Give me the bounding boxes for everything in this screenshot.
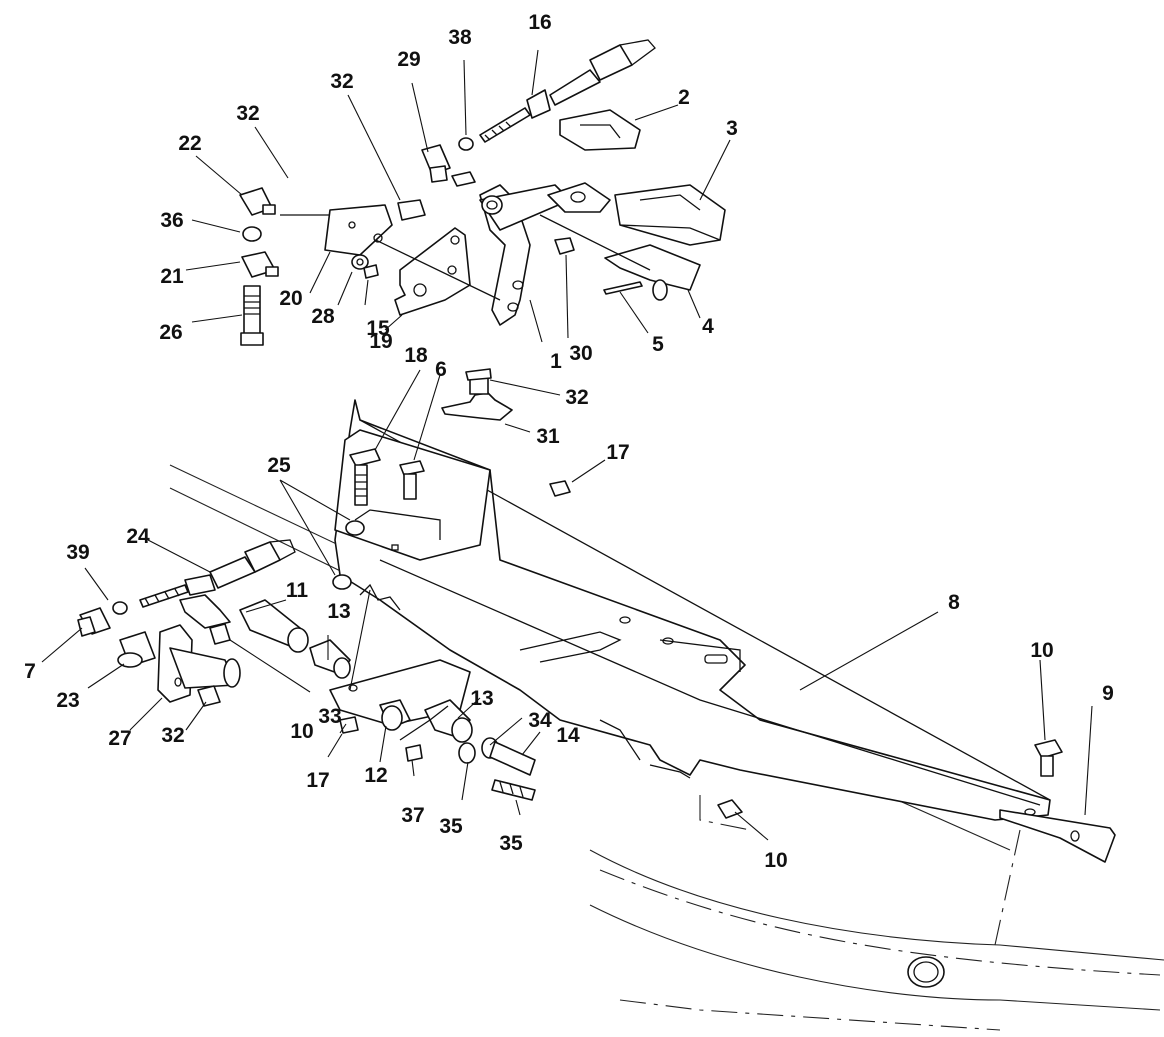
callout-12: 12 [364,764,387,787]
callout-4: 4 [702,315,714,338]
upper-cable [421,39,656,183]
callout-19: 19 [369,330,392,353]
callout-37: 36 [160,209,183,232]
callout-18: 18 [404,344,428,367]
callout-13-lower: 13 [470,687,493,710]
callout-26: 26 [159,321,182,344]
pedal-pad-small [547,109,641,213]
callout-32-left: 32 [161,724,184,747]
callout-14: 14 [556,724,580,747]
callout-6: 6 [435,358,447,381]
callout-25: 25 [267,454,291,477]
callout-16: 16 [528,11,551,34]
callout-32-top: 32 [330,70,353,93]
pin [603,281,643,295]
callout-23: 23 [56,689,79,712]
callout-labels: 1 2 3 4 5 6 7 8 9 10 10 10 11 12 13 13 1… [24,11,1114,872]
callout-40: 39 [66,541,89,564]
callout-20: 20 [279,287,302,310]
callout-9: 9 [1102,682,1114,705]
callout-36: 35 [499,832,523,855]
callout-34: 33 [318,705,341,728]
small-bracket [280,204,393,256]
lower-cable [77,539,296,637]
callout-30: 30 [569,342,592,365]
callout-39: 38 [448,26,472,49]
callout-1: 1 [550,350,562,373]
callout-5: 5 [652,333,664,356]
callout-3: 3 [726,117,738,140]
frame-hole [907,956,945,988]
callout-32-mid: 32 [565,386,588,409]
callout-7: 7 [24,660,36,683]
callout-38: 37 [401,804,424,827]
rod-ends-upper [239,171,575,346]
callout-29: 29 [397,48,420,71]
callout-17-right: 17 [606,441,629,464]
end-bracket [999,809,1116,863]
leader-lines [41,49,1093,841]
callout-10-left: 10 [290,720,313,743]
callout-22: 22 [178,132,201,155]
pedal-arm [479,184,571,326]
plate-bolts [332,448,571,590]
callout-31: 31 [536,425,560,448]
callout-28: 28 [311,305,335,328]
callout-10-right: 10 [1030,639,1053,662]
callout-27: 27 [108,727,131,750]
callout-8: 8 [948,591,960,614]
callout-35-upper: 34 [528,709,552,732]
pedal-pad-large [614,184,726,246]
callout-2: 2 [678,86,690,109]
callout-35-lower: 35 [439,815,463,838]
callout-24: 24 [126,525,150,548]
callout-21: 21 [160,265,184,288]
callout-13-upper: 13 [327,600,350,623]
strap-clamp [441,368,513,421]
callout-10-bottom: 10 [764,849,787,872]
lower-shaft-assembly [117,594,536,801]
callout-33: 32 [236,102,259,125]
callout-15: 15 [366,317,390,340]
callout-11: 11 [286,579,309,602]
clevis-plate [539,214,701,301]
callout-17-left: 17 [306,769,329,792]
